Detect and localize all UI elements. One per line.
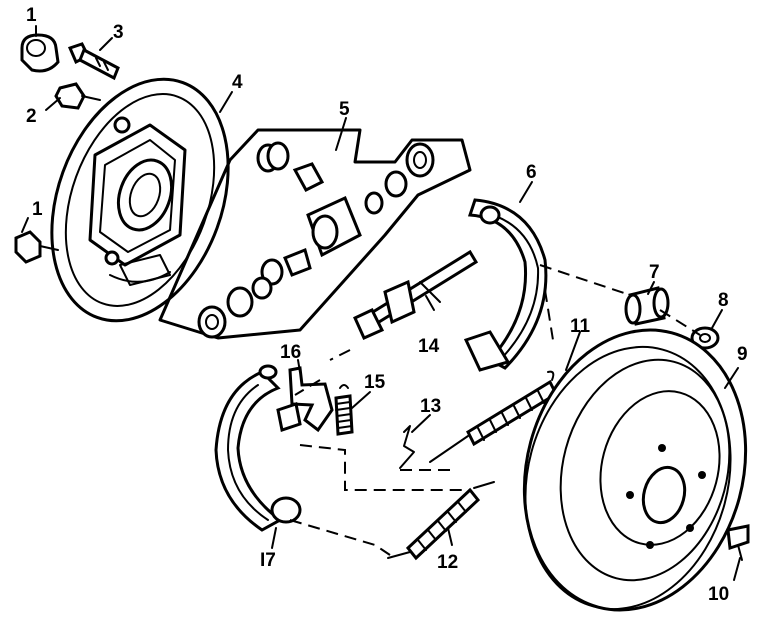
part-14-adjuster-strut [353,249,479,340]
part-4-backing-plate [50,77,230,323]
callout-13: 13 [420,396,441,417]
callout-16: 16 [280,342,301,363]
callout-3: 3 [113,22,124,43]
part-12-return-spring-lower [387,481,495,561]
callout-4: 4 [232,72,243,93]
callout-6: 6 [526,162,537,183]
part-1-lower-nut [14,230,59,264]
callout-2: 2 [26,106,37,127]
leader-lines [21,25,741,581]
callout-9: 9 [737,344,748,365]
callout-11: 11 [570,316,591,337]
part-7-bushing [624,286,670,326]
part-17-brake-shoe-left [214,364,302,532]
part-15-spring [334,384,354,436]
part-13-pin [399,425,415,469]
part-10-stud [726,524,750,561]
part-1-upper-cap [20,33,60,73]
assembly-dashed-lines [289,264,701,556]
callout-15: 15 [364,372,386,393]
callout-8: 8 [718,290,729,311]
part-6-brake-shoe-right [463,198,548,372]
callout-14: 14 [418,336,440,357]
callout-1-lower: 1 [32,199,43,220]
callout-1-upper: 1 [26,5,37,26]
part-9-brake-drum [522,328,748,612]
callout-17: I7 [260,550,276,571]
part-2-nut [54,82,101,110]
callout-10: 10 [708,584,729,605]
part-5-wheel-cylinder-kit [158,128,472,340]
callout-labels: 1 1 2 3 4 5 6 7 8 9 10 11 12 13 14 15 16… [26,5,748,605]
callout-5: 5 [339,99,350,120]
callout-7: 7 [649,262,660,283]
callout-12: 12 [437,552,458,573]
part-16-lever [276,366,334,433]
part-3-bolt [67,42,120,81]
